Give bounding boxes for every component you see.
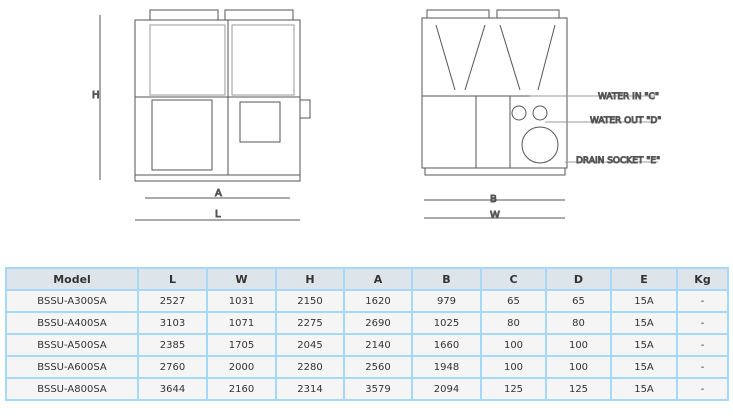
table-cell: - <box>676 377 729 401</box>
table-cell: 2275 <box>275 311 345 335</box>
table-cell: 2000 <box>206 355 277 379</box>
header-h: H <box>275 267 345 291</box>
table-cell: 2527 <box>137 289 208 313</box>
table-cell: 1025 <box>411 311 482 335</box>
table-cell: 3579 <box>343 377 413 401</box>
table-cell: 2314 <box>275 377 345 401</box>
table-cell: 100 <box>480 355 547 379</box>
table-cell: 1071 <box>206 311 277 335</box>
drain-socket-callout: DRAIN SOCKET "E" <box>576 156 660 166</box>
header-b: B <box>411 267 482 291</box>
table-header-row: Model L W H A B C D E Kg <box>5 267 729 291</box>
table-cell: - <box>676 355 729 379</box>
table-cell: 2760 <box>137 355 208 379</box>
width-label: W <box>490 210 500 221</box>
table-cell: BSSU-A400SA <box>5 311 139 335</box>
table-cell: 3644 <box>137 377 208 401</box>
table-cell: 80 <box>545 311 612 335</box>
table-cell: 1948 <box>411 355 482 379</box>
table-cell: 2280 <box>275 355 345 379</box>
header-kg: Kg <box>676 267 729 291</box>
header-d: D <box>545 267 612 291</box>
table-cell: BSSU-A800SA <box>5 377 139 401</box>
table-cell: - <box>676 333 729 357</box>
table-cell: 15A <box>610 377 678 401</box>
table-cell: 2045 <box>275 333 345 357</box>
table-cell: 2690 <box>343 311 413 335</box>
table-cell: 80 <box>480 311 547 335</box>
table-cell: 125 <box>545 377 612 401</box>
table-cell: - <box>676 289 729 313</box>
table-cell: 15A <box>610 311 678 335</box>
table-cell: 65 <box>480 289 547 313</box>
table-cell: 2385 <box>137 333 208 357</box>
header-e: E <box>610 267 678 291</box>
table-cell: 2150 <box>275 289 345 313</box>
a-label: A <box>215 188 222 199</box>
b-label: B <box>490 194 497 205</box>
table-cell: 125 <box>480 377 547 401</box>
table-cell: 2560 <box>343 355 413 379</box>
water-out-callout: WATER OUT "D" <box>590 116 661 126</box>
table-cell: 1660 <box>411 333 482 357</box>
header-model: Model <box>5 267 139 291</box>
header-l: L <box>137 267 208 291</box>
table-cell: BSSU-A600SA <box>5 355 139 379</box>
table-cell: 100 <box>545 355 612 379</box>
table-cell: 15A <box>610 289 678 313</box>
table-cell: 1705 <box>206 333 277 357</box>
side-view <box>421 9 658 219</box>
front-view <box>99 9 311 221</box>
table-cell: BSSU-A500SA <box>5 333 139 357</box>
table-cell: 15A <box>610 333 678 357</box>
water-in-callout: WATER IN "C" <box>598 92 659 102</box>
table-cell: 3103 <box>137 311 208 335</box>
table-cell: BSSU-A300SA <box>5 289 139 313</box>
table-cell: 2140 <box>343 333 413 357</box>
table-cell: 1031 <box>206 289 277 313</box>
height-label: H <box>92 90 100 101</box>
header-a: A <box>343 267 413 291</box>
table-cell: 1620 <box>343 289 413 313</box>
header-c: C <box>480 267 547 291</box>
table-cell: 2160 <box>206 377 277 401</box>
table-cell: 65 <box>545 289 612 313</box>
table-cell: 2094 <box>411 377 482 401</box>
unit-dimension-drawing: H A L WATER IN "C" WATER OUT "D" DRAIN S… <box>92 9 662 222</box>
table-cell: 979 <box>411 289 482 313</box>
table-cell: 100 <box>545 333 612 357</box>
table-cell: 100 <box>480 333 547 357</box>
length-label: L <box>215 209 221 220</box>
table-cell: 15A <box>610 355 678 379</box>
table-cell: - <box>676 311 729 335</box>
header-w: W <box>206 267 277 291</box>
